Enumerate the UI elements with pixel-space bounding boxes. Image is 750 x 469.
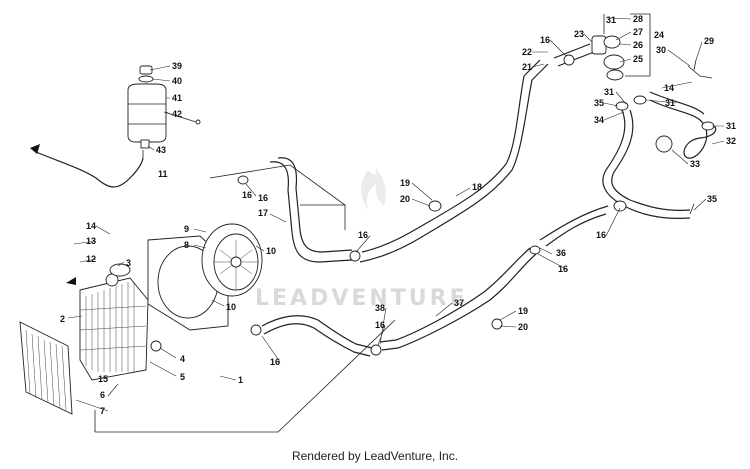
callout-24: 24	[654, 30, 664, 40]
hose-clamps	[66, 54, 715, 356]
lower-hose-34-36-37	[379, 109, 691, 351]
callout-29: 29	[704, 36, 714, 46]
watermark: LEADVENTURE	[255, 168, 468, 311]
callout-6: 6	[100, 390, 105, 400]
radiator	[79, 263, 162, 381]
callout-4: 4	[180, 354, 185, 364]
rendered-by-credit: Rendered by LeadVenture, Inc.	[291, 449, 459, 463]
callout-34: 34	[594, 115, 604, 125]
callout-10-b: 10	[226, 302, 236, 312]
callout-27: 27	[633, 27, 643, 37]
callout-31-a: 31	[606, 15, 616, 25]
callout-31-d: 31	[604, 87, 614, 97]
callout-19-b: 19	[518, 306, 528, 316]
callout-22: 22	[522, 47, 532, 57]
callout-43: 43	[156, 145, 166, 155]
callout-16-g: 16	[270, 357, 280, 367]
callout-18: 18	[472, 182, 482, 192]
callout-11: 11	[158, 169, 168, 179]
callout-1: 1	[238, 375, 243, 385]
callout-28: 28	[633, 14, 643, 24]
callout-5: 5	[180, 372, 185, 382]
radiator-screen	[19, 321, 73, 415]
callout-15: 15	[98, 374, 108, 384]
watermark-text: LEADVENTURE	[255, 286, 468, 311]
callout-37: 37	[454, 298, 464, 308]
callout-35-a: 35	[594, 98, 604, 108]
callout-3: 3	[126, 258, 131, 268]
overflow-hose-11	[30, 144, 144, 188]
callout-42: 42	[172, 109, 182, 119]
callout-20-a: 20	[400, 194, 410, 204]
assembly-outline	[94, 164, 396, 433]
callout-31-c: 31	[726, 121, 736, 131]
callout-8: 8	[184, 240, 189, 250]
callout-12: 12	[86, 254, 96, 264]
callout-19-a: 19	[400, 178, 410, 188]
callout-39: 39	[172, 61, 182, 71]
callout-33: 33	[690, 159, 700, 169]
callout-9: 9	[184, 224, 189, 234]
callout-7: 7	[100, 406, 105, 416]
callout-41: 41	[172, 93, 182, 103]
coolant-reservoir	[127, 65, 201, 149]
hose-32-coil	[649, 91, 717, 159]
callout-labels: 1 2 3 4 5 6 7 8 9 10 10 11 12 13 14 14 1…	[60, 14, 736, 416]
callout-31-b: 31	[665, 98, 675, 108]
callout-23: 23	[574, 29, 584, 39]
callout-16-f: 16	[375, 320, 385, 330]
callout-26: 26	[633, 40, 643, 50]
upper-hose-17-18	[269, 59, 549, 263]
cooling-fan	[201, 223, 263, 297]
callout-25: 25	[633, 54, 643, 64]
callout-16-c: 16	[540, 35, 550, 45]
callout-16-e: 16	[558, 264, 568, 274]
callout-36: 36	[556, 248, 566, 258]
callout-14-a: 14	[86, 221, 96, 231]
callout-30: 30	[656, 45, 666, 55]
callout-38: 38	[375, 303, 385, 313]
callout-13: 13	[86, 236, 96, 246]
callout-16-b: 16	[358, 230, 368, 240]
callout-16-h: 16	[242, 190, 252, 200]
callout-17: 17	[258, 208, 268, 218]
callout-32: 32	[726, 136, 736, 146]
callout-40: 40	[172, 76, 182, 86]
callout-16-a: 16	[258, 193, 268, 203]
callout-16-d: 16	[596, 230, 606, 240]
leader-lines	[67, 17, 725, 412]
callout-14-b: 14	[664, 83, 674, 93]
callout-21: 21	[522, 62, 532, 72]
callout-35-b: 35	[707, 194, 717, 204]
callout-10-a: 10	[266, 246, 276, 256]
callout-20-b: 20	[518, 322, 528, 332]
callout-2: 2	[60, 314, 65, 324]
thermostat-cluster	[553, 13, 651, 81]
lower-hose-38	[261, 315, 373, 357]
